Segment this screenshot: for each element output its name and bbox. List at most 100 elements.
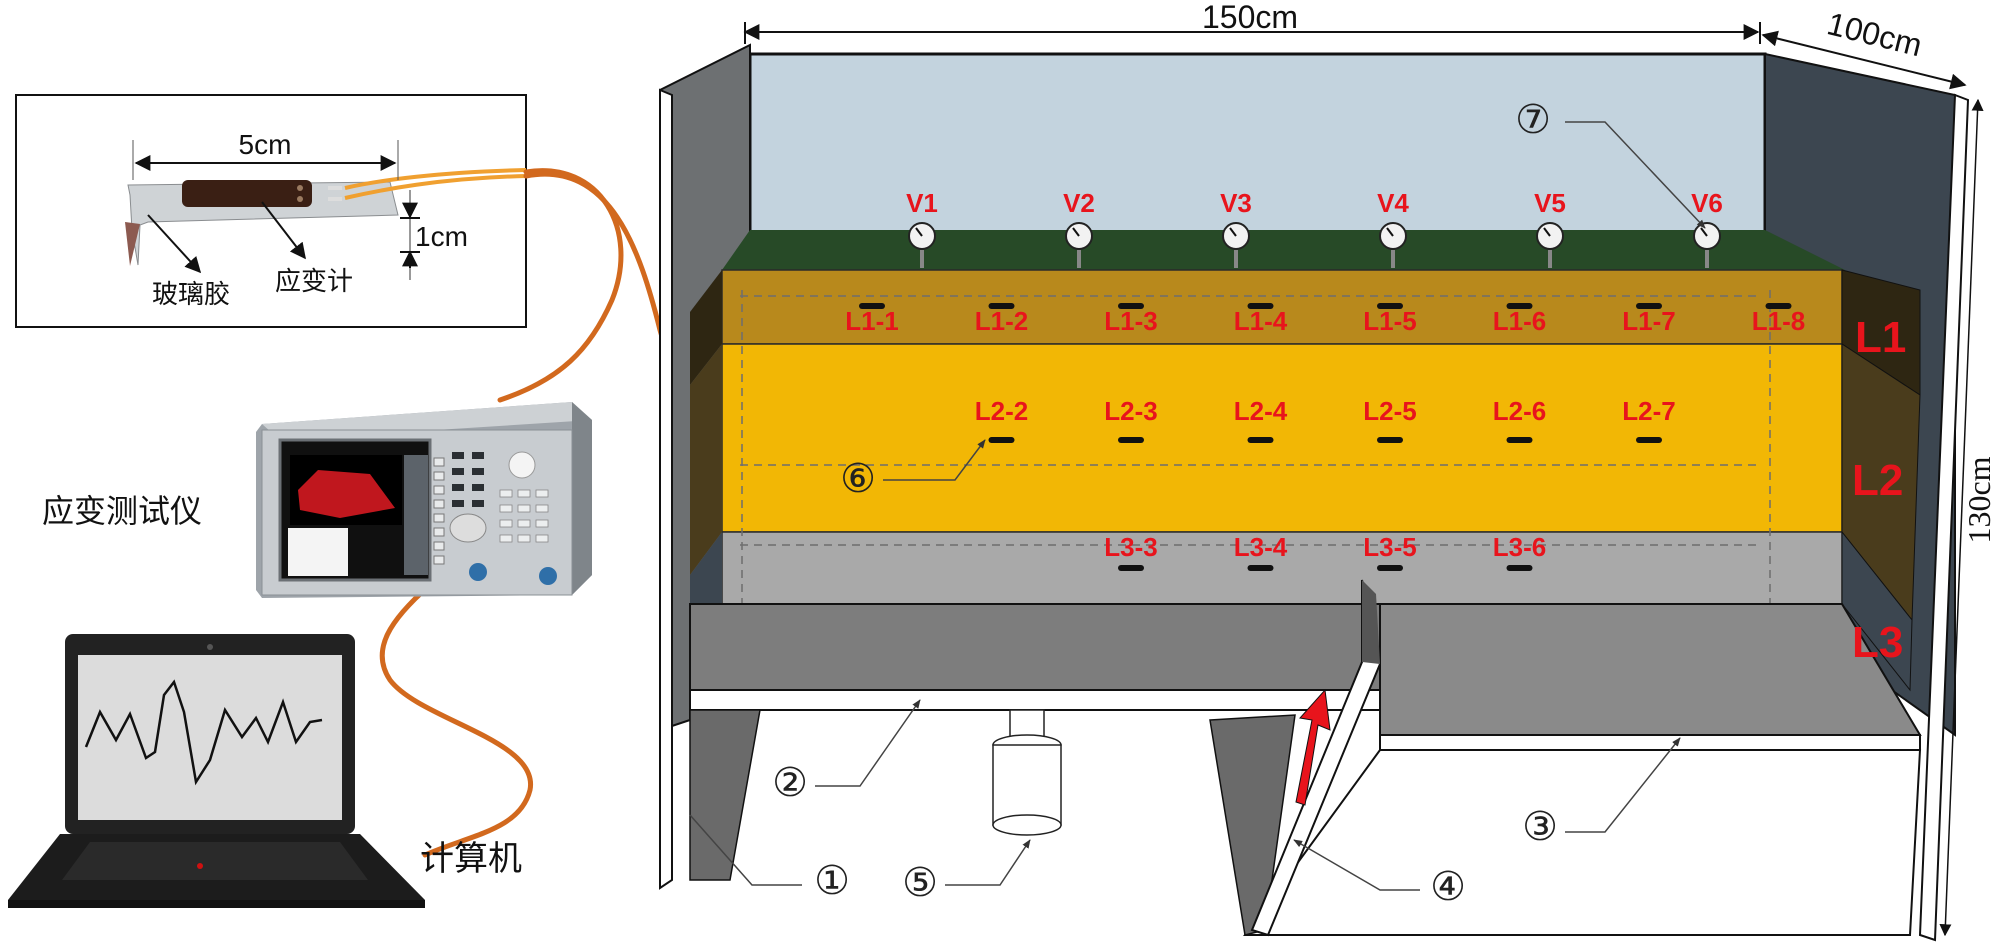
strain-sensor-label: L2-4: [1234, 396, 1288, 426]
meter-softkeys[interactable]: [433, 457, 445, 565]
laptop: [8, 634, 425, 908]
strain-gauge-mark: [1377, 437, 1403, 443]
strain-sensor-label: L1-5: [1363, 306, 1416, 336]
trackpoint: [197, 863, 203, 869]
right-tray: [1379, 603, 1922, 736]
strain-sensor-l1-8: L1-8: [1752, 303, 1805, 336]
dial-gauge-v1: V1: [906, 188, 938, 268]
surface-layer: [722, 230, 1845, 270]
glass-glue-label: 玻璃胶: [152, 280, 230, 310]
layer-label-l1: L1: [1855, 313, 1906, 362]
strain-sensor-label: L1-7: [1622, 306, 1675, 336]
dial-gauge-v2: V2: [1063, 188, 1095, 268]
strain-gauge-mark: [1377, 303, 1403, 309]
layer-l2: [721, 343, 1843, 533]
callout-6: ⑥: [840, 439, 986, 502]
dial-gauge-label: V5: [1534, 188, 1566, 218]
strain-sensor-label: L1-6: [1493, 306, 1546, 336]
strain-sensor-l2-5: L2-5: [1363, 396, 1417, 443]
fixed-support: [689, 709, 761, 881]
svg-text:⑦: ⑦: [1515, 97, 1551, 143]
strain-gauge-mark: [1377, 565, 1403, 571]
strain-sensor-label: L2-7: [1622, 396, 1675, 426]
strain-gauge-mark: [1247, 565, 1274, 571]
strain-sensor-l3-6: L3-6: [1493, 532, 1546, 571]
callouts: ① ② ③ ④ ⑤ ⑥ ⑦: [689, 97, 1706, 910]
strain-sensor-label: L2-2: [975, 396, 1028, 426]
cable-meter-to-computer: [379, 582, 533, 858]
layer-label-l3: L3: [1852, 618, 1903, 667]
sensor-length-label: 5cm: [239, 129, 292, 160]
computer-label: 计算机: [420, 839, 522, 879]
strain-sensor-label: L2-5: [1363, 396, 1416, 426]
dial-gauge-label: V6: [1691, 188, 1723, 218]
callout-4: ④: [1293, 839, 1466, 910]
strain-sensor-l1-5: L1-5: [1363, 303, 1417, 336]
sensor-photo-panel: 5cm 1cm 玻璃胶 应变计: [15, 94, 527, 328]
strain-sensor-l1-2: L1-2: [975, 303, 1028, 336]
dial-gauge-v3: V3: [1220, 188, 1252, 268]
strain-sensor-label: L3-6: [1493, 532, 1546, 562]
meter-connector-right: [539, 567, 557, 585]
strain-sensors: L1-1 L1-2 L1-3 L1-4 L1-5 L1-6 L1-7 L1-8L2-2 L2-3…: [845, 303, 1805, 571]
strain-sensor-label: L2-6: [1493, 396, 1546, 426]
strain-sensor-label: L1-1: [845, 306, 898, 336]
meter-connector-left: [469, 563, 487, 581]
strain-gauge-mark: [1765, 303, 1792, 309]
strain-sensor-label: L3-3: [1104, 532, 1157, 562]
fixed-plate: [689, 689, 1381, 711]
strain-sensor-label: L1-3: [1104, 306, 1157, 336]
strain-gauge-label: 应变计: [275, 267, 353, 297]
strain-sensor-label: L3-4: [1234, 532, 1288, 562]
strain-sensor-l1-6: L1-6: [1493, 303, 1546, 336]
dial-gauge-v6: V6: [1691, 188, 1723, 268]
dial-gauge-label: V4: [1377, 188, 1409, 218]
callout-2: ②: [772, 699, 921, 806]
strain-sensor-l3-5: L3-5: [1363, 532, 1417, 571]
length-dimension-label: 150cm: [1202, 0, 1298, 35]
strain-meter-device: [256, 402, 592, 598]
strain-gauge-mark: [1118, 565, 1144, 571]
svg-text:①: ①: [814, 858, 850, 904]
dial-gauge-v5: V5: [1534, 188, 1566, 268]
movable-plate: [1379, 734, 1921, 751]
callout-1: ①: [689, 814, 850, 904]
strain-gauge-mark: [1118, 437, 1144, 443]
strain-gauge-mark: [1506, 437, 1533, 443]
dial-gauges: V1 V2 V3 V4 V5 V6: [906, 188, 1723, 268]
strain-sensor-l3-4: L3-4: [1234, 532, 1288, 571]
svg-text:⑥: ⑥: [840, 456, 876, 502]
strain-gauge-mark: [1247, 437, 1274, 443]
glue-tip: [125, 222, 140, 266]
strain-sensor-label: L1-8: [1752, 306, 1805, 336]
strain-gauge-element: [182, 180, 312, 207]
layer-label-l2: L2: [1852, 456, 1903, 505]
meter-keypad[interactable]: [452, 452, 484, 507]
strain-sensor-l2-2: L2-2: [975, 396, 1028, 443]
strain-sensor-label: L1-4: [1234, 306, 1288, 336]
strain-gauge-mark: [1118, 303, 1144, 309]
strain-meter-label: 应变测试仪: [42, 492, 202, 530]
meter-knob[interactable]: [508, 451, 536, 479]
strain-gauge-mark: [1506, 303, 1533, 309]
strain-gauge-mark: [1636, 437, 1662, 443]
strain-sensor-l2-4: L2-4: [1234, 396, 1288, 443]
dial-gauge-label: V1: [906, 188, 938, 218]
callout-5: ⑤: [902, 839, 1031, 906]
dial-gauge-label: V2: [1063, 188, 1095, 218]
svg-text:③: ③: [1522, 804, 1558, 850]
dial-gauge-v4: V4: [1377, 188, 1409, 268]
svg-text:②: ②: [772, 760, 808, 806]
strain-sensor-label: L2-3: [1104, 396, 1157, 426]
movement-arrow-icon: [1295, 688, 1331, 806]
laptop-keyboard: [62, 842, 368, 880]
strain-sensor-l1-1: L1-1: [845, 303, 899, 336]
height-dimension-label: 130cm: [1961, 456, 1997, 543]
meter-3d-plot: [298, 470, 395, 518]
strain-sensor-label: L1-2: [975, 306, 1028, 336]
strain-gauge-mark: [1247, 303, 1274, 309]
waveform-line: [84, 679, 323, 786]
left-tray: [689, 603, 1381, 691]
svg-text:⑤: ⑤: [902, 860, 938, 906]
